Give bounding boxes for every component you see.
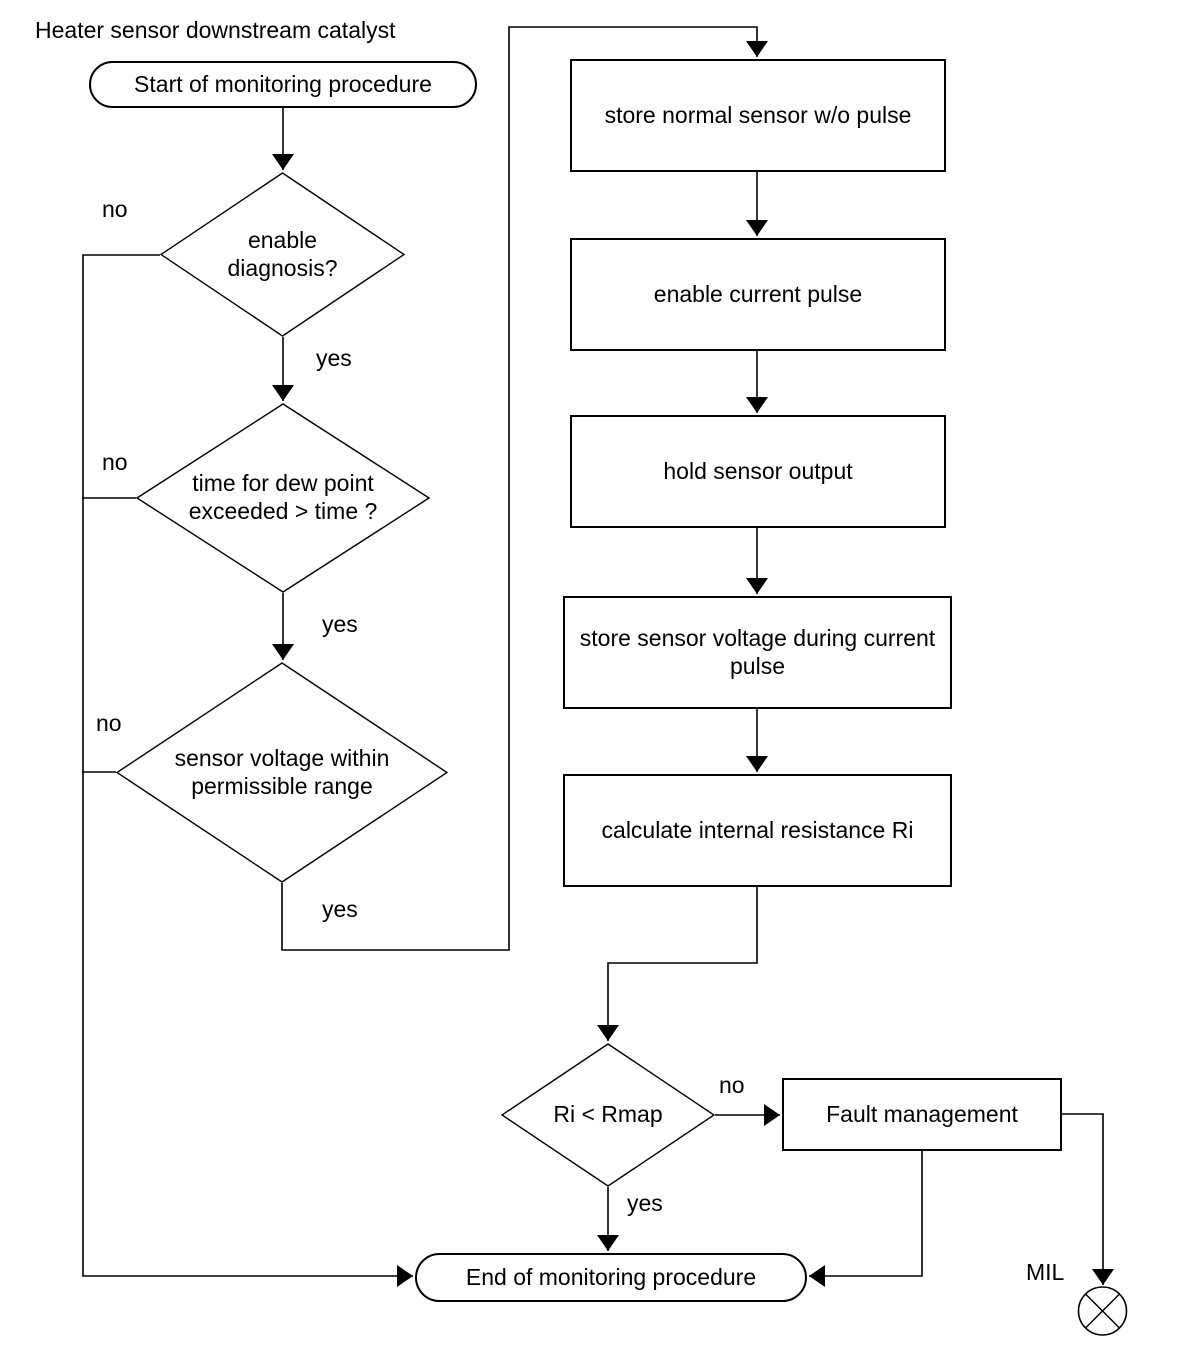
process-store-voltage-label: store sensor voltage during current puls… — [579, 624, 936, 679]
edge-sensor-voltage-yes-to-store-normal — [281, 26, 768, 951]
edge-label-yes-ri-compare: yes — [627, 1190, 663, 1216]
decision-sensor-voltage-label: sensor voltage within permissible range — [174, 744, 390, 799]
edge-calc-ri-to-ri-compare — [597, 887, 758, 1041]
process-hold-output-label: hold sensor output — [663, 457, 853, 484]
process-hold-output: hold sensor output — [570, 415, 946, 528]
process-store-voltage: store sensor voltage during current puls… — [563, 596, 952, 709]
edge-label-no-ri-compare: no — [719, 1072, 745, 1098]
decision-enable-diagnosis-label: enable diagnosis? — [227, 226, 338, 281]
decision-enable-diagnosis: enable diagnosis? — [160, 172, 405, 337]
decision-ri-compare: Ri < Rmap — [501, 1043, 715, 1187]
decision-dew-point-label: time for dew point exceeded > time ? — [188, 470, 378, 524]
edge-fault-to-end — [809, 1151, 923, 1287]
diagram-title: Heater sensor downstream catalyst — [35, 17, 396, 43]
decision-ri-compare-label: Ri < Rmap — [553, 1101, 663, 1128]
end-label: End of monitoring procedure — [465, 1263, 757, 1290]
diamond-shape — [116, 662, 448, 883]
process-enable-pulse-label: enable current pulse — [653, 280, 863, 307]
edge-label-no-enable-diagnosis: no — [102, 196, 128, 222]
process-store-normal-label: store normal sensor w/o pulse — [604, 101, 912, 128]
start-label: Start of monitoring procedure — [134, 70, 432, 97]
edge-label-yes-dew-point: yes — [322, 611, 358, 637]
process-calc-ri: calculate internal resistance Ri — [563, 774, 952, 887]
mil-label: MIL — [1026, 1259, 1065, 1285]
decision-sensor-voltage: sensor voltage within permissible range — [116, 662, 448, 883]
start-node: Start of monitoring procedure — [89, 61, 477, 108]
process-calc-ri-label: calculate internal resistance Ri — [601, 816, 914, 843]
process-fault-management-label: Fault management — [826, 1100, 1018, 1127]
diamond-shape — [136, 403, 430, 593]
edge-label-yes-enable-diagnosis: yes — [316, 345, 352, 371]
diamond-shape — [160, 172, 405, 337]
edge-label-no-sensor-voltage: no — [96, 710, 122, 736]
process-fault-management: Fault management — [782, 1078, 1062, 1151]
end-node: End of monitoring procedure — [415, 1253, 807, 1302]
edge-no-rail-to-end — [82, 254, 413, 1287]
process-store-normal: store normal sensor w/o pulse — [570, 59, 946, 172]
edge-label-yes-sensor-voltage: yes — [322, 896, 358, 922]
process-enable-pulse: enable current pulse — [570, 238, 946, 351]
decision-dew-point: time for dew point exceeded > time ? — [136, 403, 430, 593]
edge-label-no-dew-point: no — [102, 449, 128, 475]
diamond-shape — [501, 1043, 715, 1187]
edge-fault-to-mil — [1062, 1113, 1114, 1285]
mil-lamp-cross-2 — [1085, 1293, 1120, 1329]
